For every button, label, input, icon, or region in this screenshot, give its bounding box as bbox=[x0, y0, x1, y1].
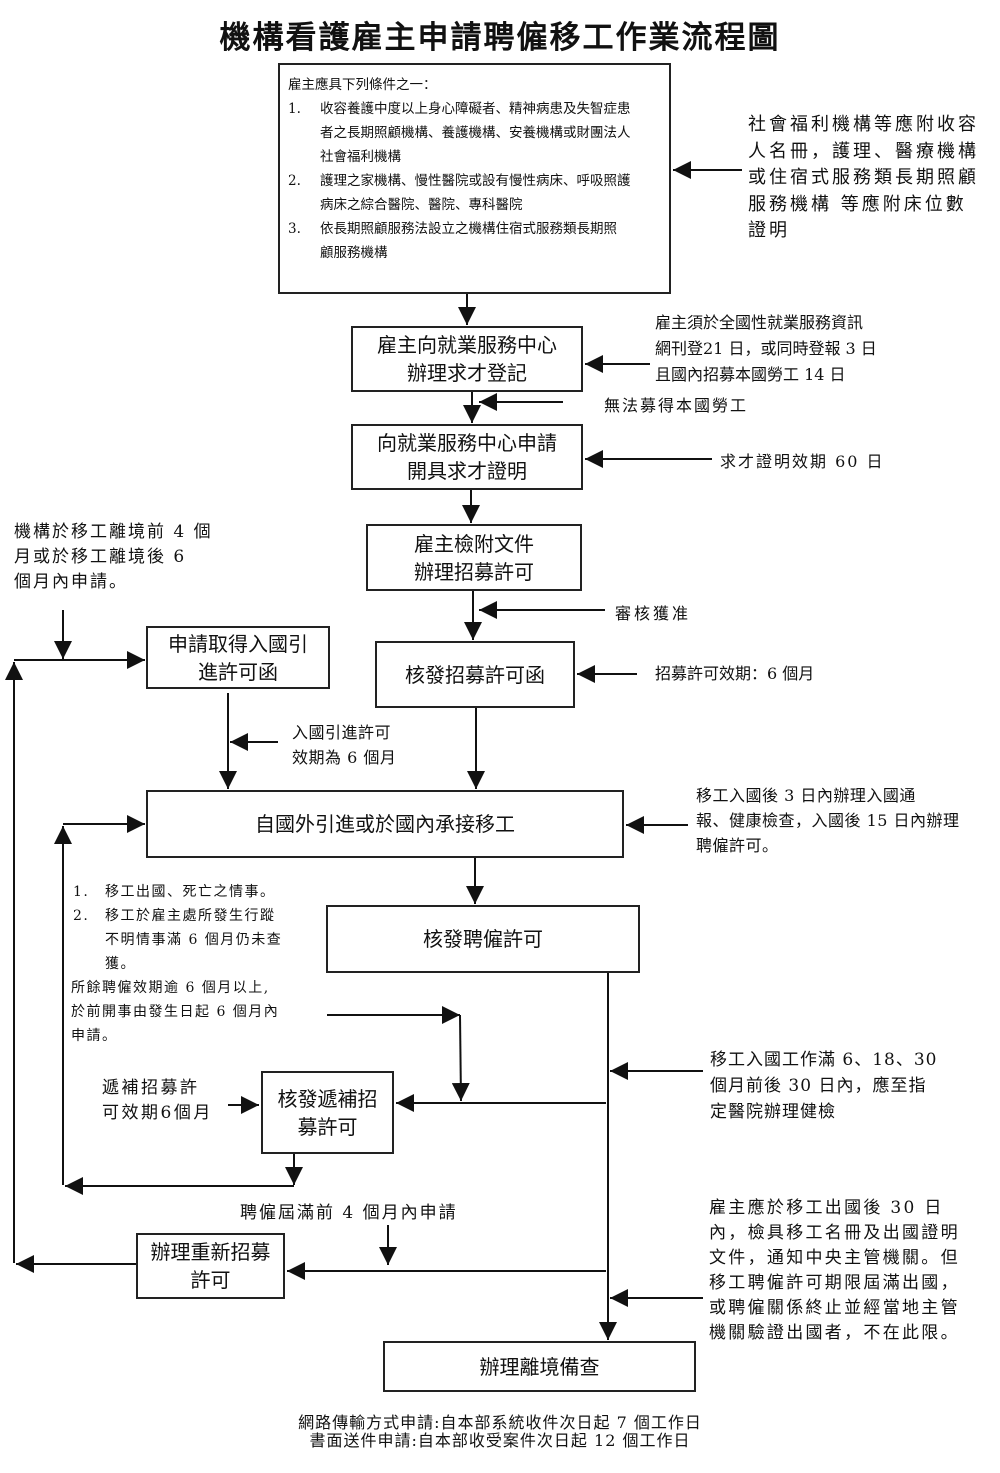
replacement-case-item: 1. 移工出國、死亡之情事。 bbox=[73, 884, 276, 900]
conditions-heading: 雇主應具下列條件之一： bbox=[288, 77, 437, 93]
step-entry-permit: 申請取得入國引 進許可函 bbox=[146, 626, 330, 689]
note-replacement-cases: 1. 移工出國、死亡之情事。 2. 移工於雇主處所發生行蹤 不明情事滿 6 個月… bbox=[71, 880, 283, 1048]
note-no-local-worker: 無法募得本國勞工 bbox=[604, 396, 749, 415]
condition-item: 2. 護理之家機構、慢性醫院或設有慢性病床、呼吸照護 病床之綜合醫院、醫院、專科… bbox=[288, 173, 631, 213]
step-job-certificate: 向就業服務中心申請 開具求才證明 bbox=[351, 424, 583, 490]
employer-conditions-box: 雇主應具下列條件之一： 1. 收容養護中度以上身心障礙者、精神病患及失智症患 者… bbox=[278, 63, 671, 294]
note-departure: 雇主應於移工出國後 30 日 內，檢具移工名冊及出國證明 文件，通知中央主管機關… bbox=[709, 1198, 960, 1343]
step-replacement-permit: 核發遞補招 募許可 bbox=[261, 1071, 394, 1154]
step-employment-permit: 核發聘僱許可 bbox=[326, 905, 640, 973]
step-recruit-letter: 核發招募許可函 bbox=[375, 641, 575, 708]
page-title: 機構看護雇主申請聘僱移工作業流程圖 bbox=[219, 20, 781, 56]
note-entry-validity: 入國引進許可 效期為 6 個月 bbox=[292, 723, 397, 767]
note-health-check: 移工入國工作滿 6、18、30 個月前後 30 日內，應至指 定醫院辦理健檢 bbox=[710, 1050, 938, 1122]
note-recruit-validity: 招募許可效期：6 個月 bbox=[655, 664, 815, 683]
step-job-registration: 雇主向就業服務中心 辦理求才登記 bbox=[351, 326, 583, 392]
step-hire-worker: 自國外引進或於國內承接移工 bbox=[146, 790, 624, 858]
note-arrival: 移工入國後 3 日內辦理入國通 報、健康檢查，入國後 15 日內辦理 聘僱許可。 bbox=[696, 786, 960, 855]
note-documents: 社會福利機構等應附收容 人名冊，護理、醫療機構 或住宿式服務類長期照顧 服務機構… bbox=[748, 114, 979, 241]
note-entry-timing: 機構於移工離境前 4 個 月或於移工離境後 6 個月內申請。 bbox=[14, 522, 213, 592]
note-job-posting: 雇主須於全國性就業服務資訊 網刊登21 日，或同時登報 3 日 且國內招募本國勞… bbox=[655, 313, 877, 384]
step-re-recruit: 辦理重新招募 許可 bbox=[136, 1233, 285, 1299]
replacement-case-item: 2. 移工於雇主處所發生行蹤 不明情事滿 6 個月仍未查 獲。 bbox=[73, 908, 283, 972]
arrow-replacement-case-down bbox=[451, 1014, 470, 1102]
step-recruit-apply: 雇主檢附文件 辦理招募許可 bbox=[366, 524, 582, 591]
condition-item: 3. 依長期照顧服務法設立之機構住宿式服務類長期照 顧服務機構 bbox=[288, 221, 617, 261]
note-certificate-validity: 求才證明效期 60 日 bbox=[720, 452, 885, 471]
processing-time-footer: 網路傳輸方式申請:自本部系統收件次日起 7 個工作日 書面送件申請:自本部收受案… bbox=[298, 1413, 702, 1450]
note-replacement-validity: 遞補招募許 可效期6個月 bbox=[102, 1078, 213, 1123]
note-approved: 審核獲准 bbox=[615, 604, 692, 623]
note-renewal-timing: 聘僱屆滿前 4 個月內申請 bbox=[240, 1203, 458, 1223]
step-departure-record: 辦理離境備查 bbox=[383, 1341, 696, 1392]
condition-item: 1. 收容養護中度以上身心障礙者、精神病患及失智症患 者之長期照顧機構、養護機構… bbox=[288, 101, 631, 165]
